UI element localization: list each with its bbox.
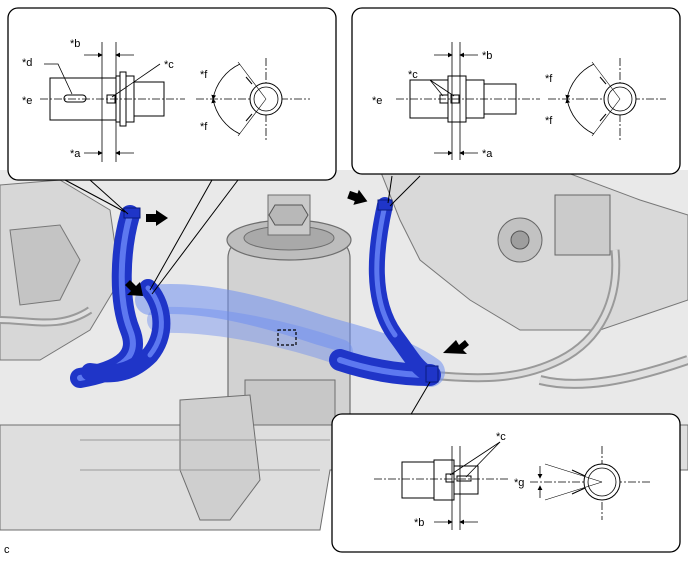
callout-d-top-left: *d <box>22 57 32 69</box>
callout-c-bottom-right: *c <box>496 431 506 443</box>
callout-g-bottom-right: *g <box>514 477 524 489</box>
callout-c-top-left: *c <box>164 59 174 71</box>
callout-b-top-right: *b <box>482 50 492 62</box>
callout-f-lower-top-left: *f <box>200 121 208 133</box>
callout-e-top-left: *e <box>22 95 32 107</box>
callout-b-top-left: *b <box>70 38 80 50</box>
callout-a-top-right: *a <box>482 148 493 160</box>
pointer-arrows <box>125 189 469 354</box>
callout-f-upper-top-left: *f <box>200 69 208 81</box>
inset-top-right: *b *c *e *a *f *f <box>351 7 681 175</box>
blue-hose-assembly <box>70 197 445 388</box>
figure-code-label: c <box>4 544 10 556</box>
inset-top-left: *b *d *e *a *c *f *f <box>7 7 337 181</box>
callout-c-top-right: *c <box>408 69 418 81</box>
callout-leaders <box>64 175 431 417</box>
callout-e-top-right: *e <box>372 95 382 107</box>
callout-b-bottom-right: *b <box>414 517 424 529</box>
callout-a-top-left: *a <box>70 148 81 160</box>
callout-f-lower-top-right: *f <box>545 115 553 127</box>
inset-bottom-right: *c *g *b <box>331 413 681 553</box>
callout-f-upper-top-right: *f <box>545 73 553 85</box>
